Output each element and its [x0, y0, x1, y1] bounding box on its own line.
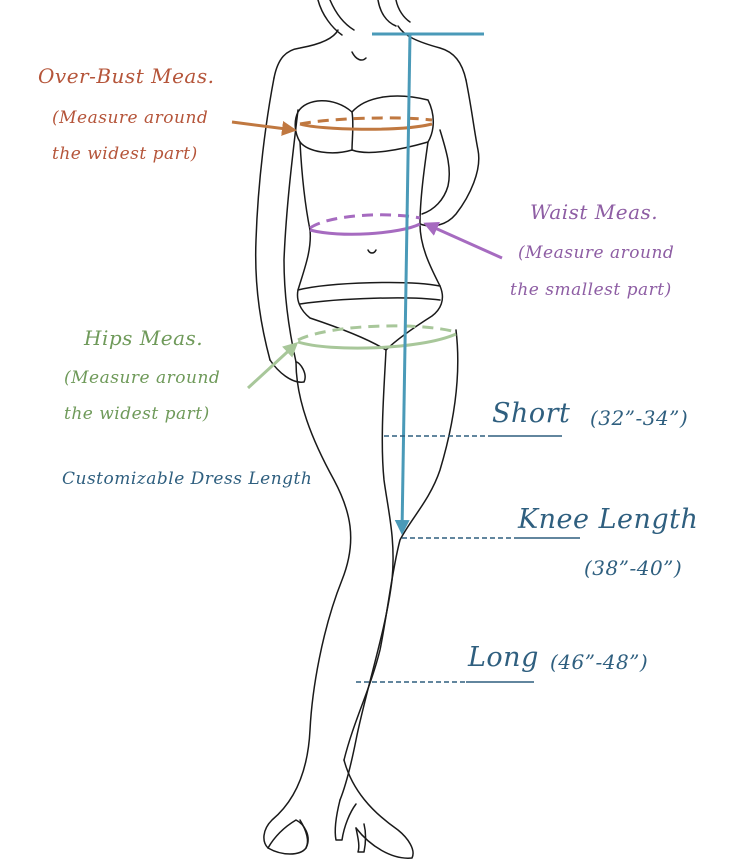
short-range: (32”-34”): [590, 406, 689, 430]
waist-measure-line: [309, 213, 421, 236]
knee-length-label: Knee Length: [518, 504, 699, 535]
waist-title: Waist Meas.: [530, 200, 659, 224]
dress-length-title: Customizable Dress Length: [62, 469, 313, 489]
bust-arrow: [231, 120, 297, 136]
hips-measure-line: [297, 324, 457, 350]
hips-instruction-line2: the widest part): [64, 404, 210, 424]
knee-length-range: (38”-40”): [584, 556, 683, 580]
bust-instruction-line2: the widest part): [52, 144, 198, 164]
long-label: Long: [468, 642, 539, 673]
length-marker-lines: [356, 435, 580, 683]
long-range: (46”-48”): [550, 650, 649, 674]
bust-measure-line: [299, 116, 433, 131]
bust-title: Over-Bust Meas.: [38, 64, 215, 88]
short-label: Short: [492, 398, 571, 429]
hips-instruction-line1: (Measure around: [64, 368, 221, 388]
bust-instruction-line1: (Measure around: [52, 108, 209, 128]
length-arrow: [394, 33, 412, 535]
hips-arrow: [246, 341, 299, 390]
waist-instruction-line2: the smallest part): [510, 280, 672, 300]
hips-title: Hips Meas.: [84, 326, 204, 350]
waist-arrow: [423, 222, 503, 260]
figure-outline: [254, 0, 480, 859]
waist-instruction-line1: (Measure around: [518, 243, 675, 263]
